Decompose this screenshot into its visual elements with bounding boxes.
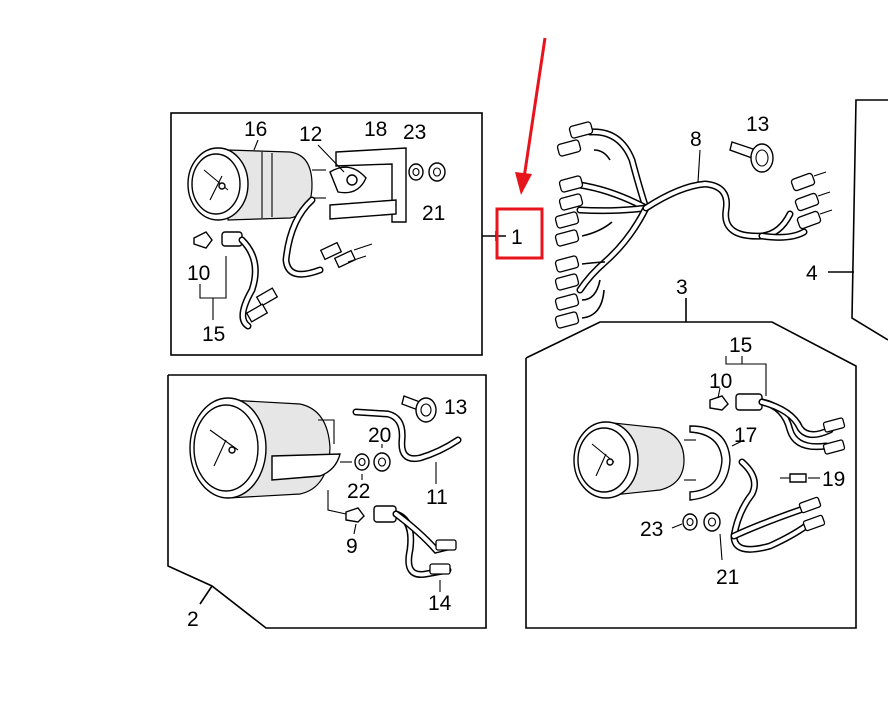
nut-21 <box>428 162 446 182</box>
washer-23 <box>408 163 424 181</box>
bracket-17 <box>689 425 731 501</box>
label-16: 16 <box>244 118 267 141</box>
clamp-part <box>329 166 367 194</box>
speedometer-gauge <box>187 147 326 221</box>
box-2-frame <box>167 374 487 629</box>
label-1: 1 <box>511 226 523 249</box>
harness-connectors-left <box>554 121 613 329</box>
label-12: 12 <box>299 123 322 146</box>
label-9: 9 <box>346 535 358 558</box>
assembly-box-1: 16 12 18 23 21 10 15 <box>170 112 506 356</box>
label-21: 21 <box>422 202 445 225</box>
label-20: 20 <box>368 424 391 447</box>
bracket-part <box>329 147 407 223</box>
label-13-harness: 13 <box>746 113 769 136</box>
label-3: 3 <box>676 276 688 299</box>
wire-harness-8: 8 13 <box>554 113 833 329</box>
assembly-box-2: 2 <box>167 374 487 631</box>
highlight-box <box>495 207 544 260</box>
label-10: 10 <box>187 262 210 285</box>
label-15: 15 <box>202 323 225 346</box>
box-1-frame <box>170 112 483 356</box>
label-23: 23 <box>403 121 426 144</box>
label-10-box3: 10 <box>709 370 732 393</box>
bulb-10 <box>193 231 213 249</box>
label-18: 18 <box>364 118 387 141</box>
gauge-assembly-3 <box>573 421 696 499</box>
assembly-box-3: 3 <box>525 276 857 629</box>
label-21-box3: 21 <box>716 566 739 589</box>
red-pointer-arrow <box>515 37 547 195</box>
box-4-frame <box>851 99 888 341</box>
screw-19 <box>789 473 807 483</box>
label-22: 22 <box>347 480 370 503</box>
tachometer-gauge <box>189 397 352 499</box>
label-15-box3: 15 <box>729 334 752 357</box>
label-13: 13 <box>444 396 467 419</box>
label-17: 17 <box>734 424 757 447</box>
label-11: 11 <box>426 486 448 509</box>
label-14: 14 <box>428 592 452 615</box>
harness-clip-13 <box>729 141 774 173</box>
label-19: 19 <box>822 468 845 491</box>
label-4: 4 <box>806 262 818 285</box>
assembly-box-4: 4 <box>806 99 888 341</box>
highlighted-callout-1[interactable]: 1 <box>495 207 544 260</box>
box-3-frame <box>525 321 857 629</box>
label-8: 8 <box>690 128 702 151</box>
label-2: 2 <box>187 608 199 631</box>
label-23-box3: 23 <box>640 518 663 541</box>
